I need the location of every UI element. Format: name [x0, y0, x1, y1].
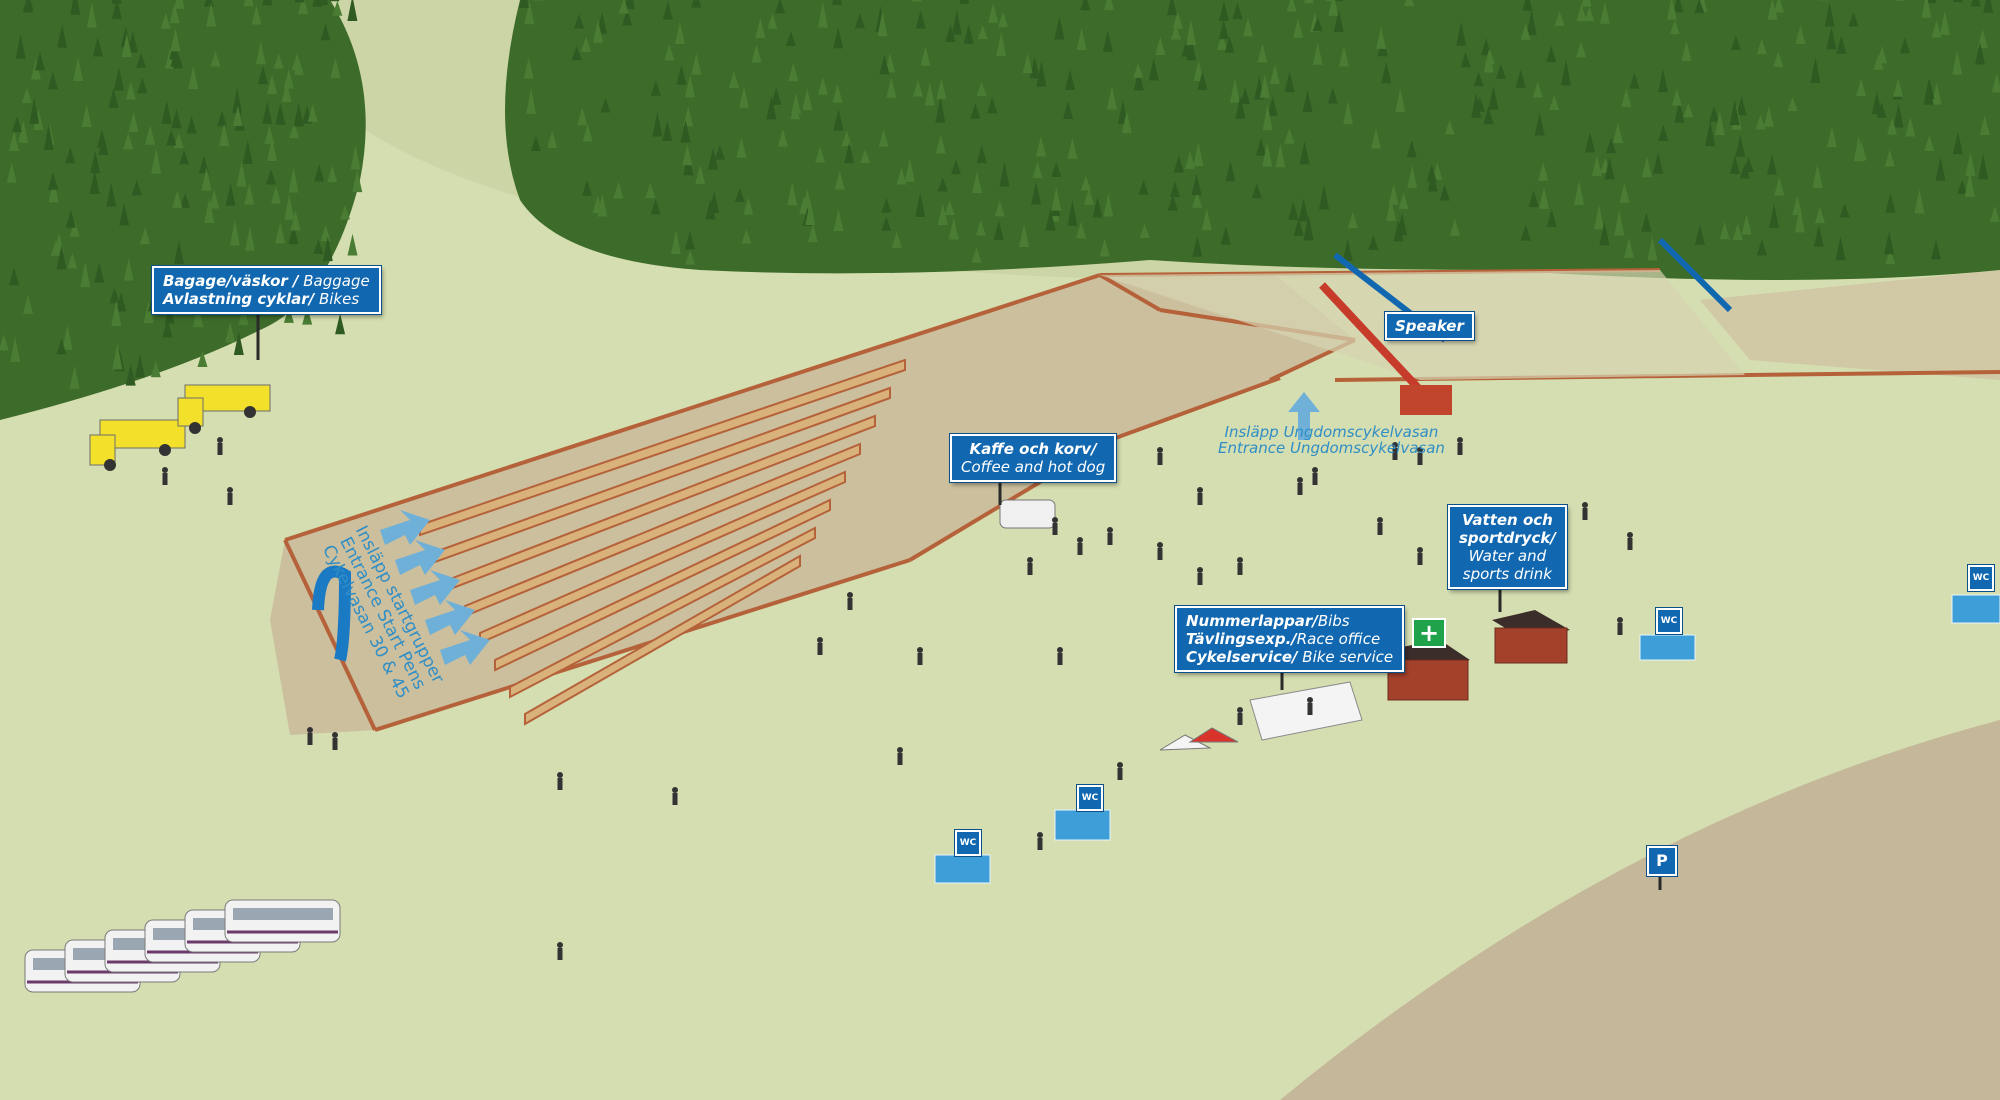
bibs-sign-english: Bibs	[1317, 612, 1350, 630]
bikes-sign-swedish: Avlastning cyklar/	[163, 290, 315, 308]
coffee-sign-swedish: Kaffe och korv/	[969, 440, 1097, 458]
baggage-sign-english: Baggage	[298, 272, 370, 290]
coffee-sign-english: Coffee and hot dog	[961, 458, 1106, 476]
parking-label: P	[1656, 851, 1668, 870]
sign-poles	[256, 305, 1662, 890]
baggage-sign: Bagage/väskor / Baggage Avlastning cykla…	[152, 266, 381, 314]
entrance-arrows	[380, 510, 490, 665]
youth-entrance-swedish: Insläpp Ungdomscykelvasan	[1224, 423, 1439, 441]
bibs-sign: Nummerlappar/Bibs Tävlingsexp./Race offi…	[1175, 606, 1405, 672]
water-sign-line-3: Water and	[1468, 547, 1547, 565]
buses	[24, 899, 341, 993]
youth-entrance-english: Entrance Ungdomscykelvasan	[1218, 439, 1445, 457]
trucks	[89, 384, 271, 471]
coffee-sign: Kaffe och korv/ Coffee and hot dog	[950, 434, 1117, 482]
bike-service-sign-swedish: Cykelservice/	[1186, 648, 1298, 666]
baggage-sign-swedish: Bagage/väskor /	[163, 272, 299, 290]
speaker-sign: Speaker	[1385, 312, 1474, 340]
water-sign-line-1: Vatten och	[1461, 511, 1553, 529]
gravel-road	[1280, 720, 2000, 1100]
bikes-sign-english: Bikes	[314, 290, 360, 308]
toilet-label: WC	[959, 838, 977, 848]
bike-service-sign-english: Bike service	[1297, 648, 1394, 666]
youth-entrance-arrow	[1288, 392, 1320, 440]
toilet-label: WC	[1081, 793, 1099, 803]
race-office-sign-english: Race office	[1296, 630, 1381, 648]
toilet-label: WC	[1660, 616, 1678, 626]
toilet-label: WC	[1972, 573, 1990, 583]
toilet-icon: WC	[955, 830, 981, 856]
toilet-icon: WC	[1656, 608, 1682, 634]
first-aid-cross-icon: +	[1412, 618, 1446, 648]
forest-right	[505, 0, 2000, 280]
tree-texture	[0, 0, 2000, 389]
water-sign-line-2: sportdryck/	[1459, 529, 1556, 547]
water-house	[1492, 610, 1570, 664]
youth-entrance-label: Insläpp Ungdomscykelvasan Entrance Ungdo…	[1218, 424, 1445, 456]
start-pen-enclosure	[270, 268, 2000, 735]
toilet-icon: WC	[1077, 785, 1103, 811]
water-sign: Vatten och sportdryck/ Water and sports …	[1448, 505, 1567, 589]
tents	[1159, 681, 1363, 751]
toilet-icon: WC	[1968, 565, 1994, 591]
speaker-booth	[1400, 385, 1452, 415]
bibs-sign-swedish: Nummerlappar/	[1186, 612, 1318, 630]
water-sign-line-4: sports drink	[1462, 565, 1552, 583]
first-aid-house	[1385, 640, 1470, 701]
coffee-trailer	[999, 499, 1056, 529]
race-office-sign-swedish: Tävlingsexp./	[1186, 630, 1297, 648]
toilets	[934, 594, 2000, 884]
start-arch	[312, 565, 352, 662]
speaker-label: Speaker	[1395, 317, 1464, 335]
forest-left	[0, 0, 366, 420]
parking-icon: P	[1647, 846, 1677, 876]
